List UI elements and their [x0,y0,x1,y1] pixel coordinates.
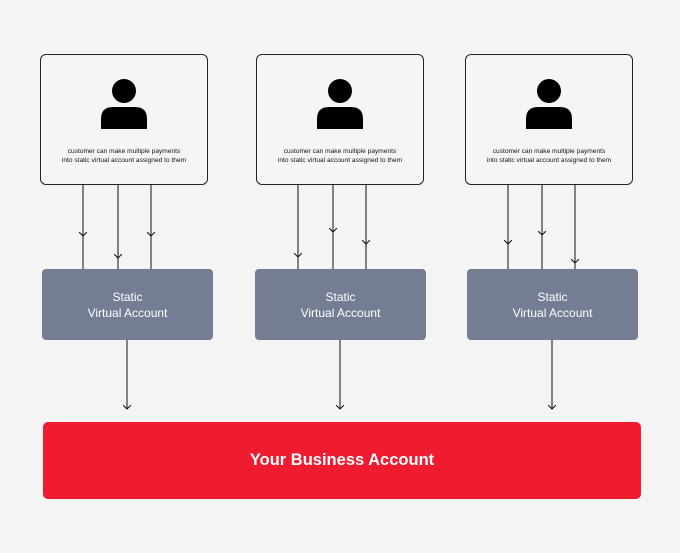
business-account: Your Business Account [43,422,641,499]
static-account-line2: Virtual Account [512,305,593,320]
static-account-line1: Static [325,289,356,304]
static-account-line1: Static [537,289,568,304]
business-account-label: Your Business Account [249,451,435,469]
static-account-line2: Virtual Account [300,305,381,320]
customer-caption: customer can make multiple payments into… [277,148,403,164]
static-account-line1: Static [112,289,143,304]
customer-box: customer can make multiple payments into… [256,54,424,185]
customer-box: customer can make multiple payments into… [465,54,633,185]
static-virtual-account: Static Virtual Account [255,269,426,340]
static-virtual-account: Static Virtual Account [467,269,638,340]
customer-box: customer can make multiple payments into… [40,54,208,185]
customer-caption: customer can make multiple payments into… [61,148,187,164]
static-virtual-account: Static Virtual Account [42,269,213,340]
person-icon [526,79,572,129]
person-icon [317,79,363,129]
static-account-line2: Virtual Account [87,305,168,320]
customer-caption: customer can make multiple payments into… [486,148,612,164]
person-icon [101,79,147,129]
